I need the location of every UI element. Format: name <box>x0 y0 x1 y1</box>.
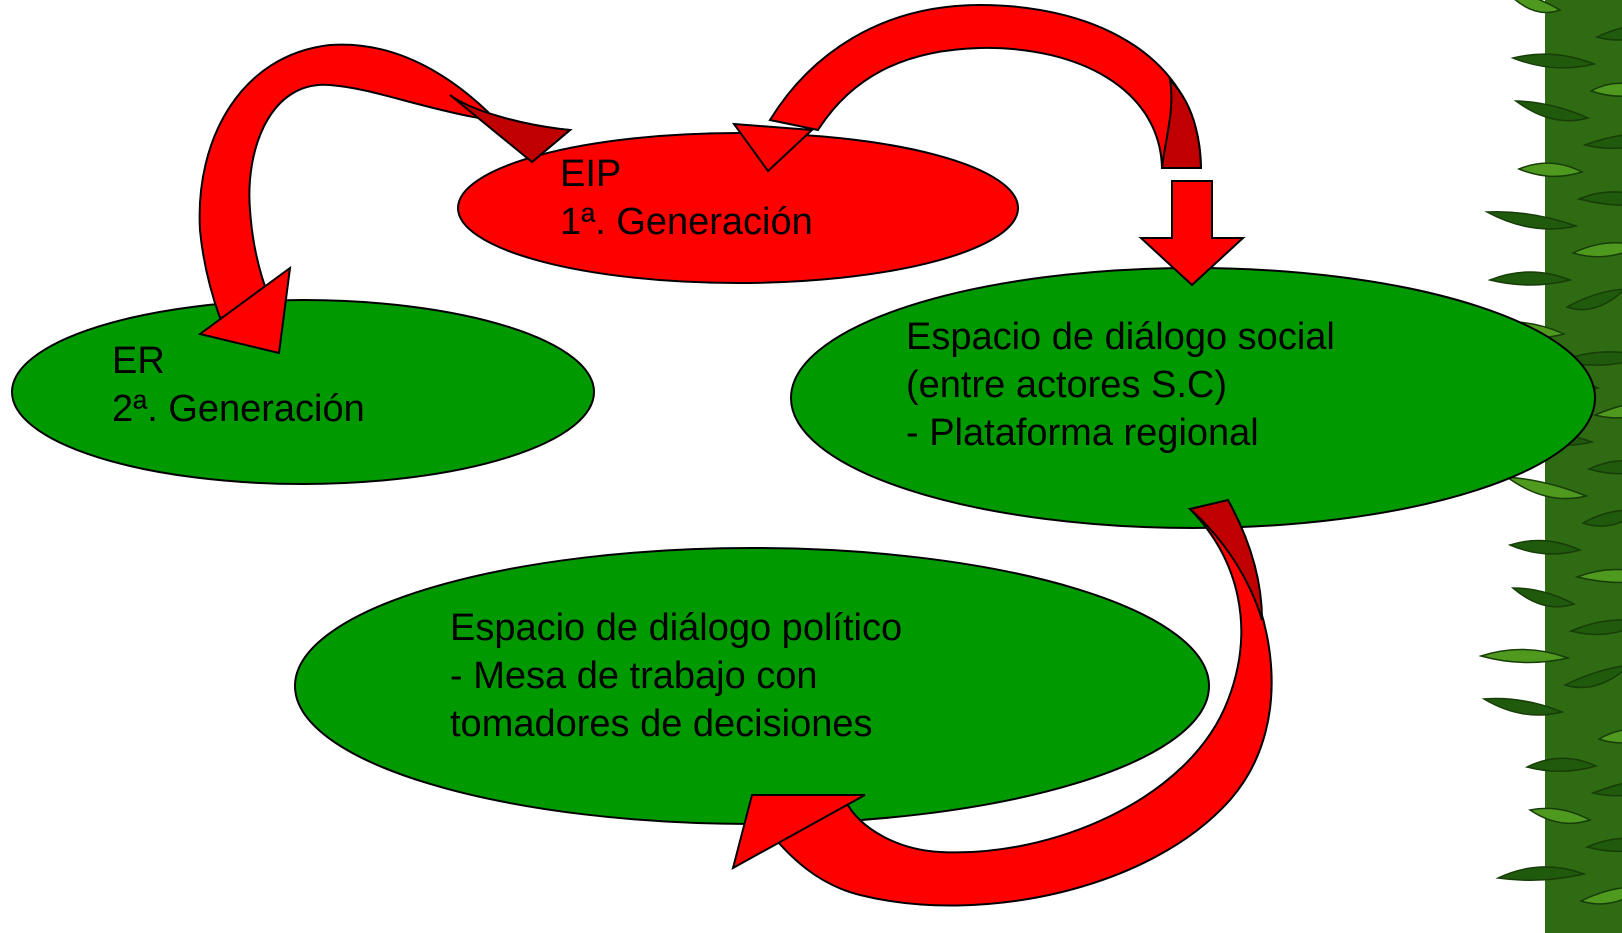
arrow-social-to-politico <box>731 498 1273 907</box>
bamboo-leaf <box>1528 807 1592 825</box>
bamboo-leaf <box>1586 460 1622 475</box>
bamboo-leaf <box>1507 539 1583 555</box>
social-line3: - Plataforma regional <box>906 412 1259 454</box>
bamboo-leaf <box>1590 782 1622 797</box>
eip-node <box>457 132 1019 284</box>
bamboo-leaf <box>1597 729 1622 744</box>
eip-title: EIP <box>560 153 622 195</box>
bamboo-leaf <box>1524 757 1599 772</box>
bamboo-decoration <box>1478 0 1622 933</box>
bamboo-leaf <box>1581 509 1622 527</box>
bamboo-leaf <box>1584 837 1622 853</box>
social-line1: Espacio de diálogo social <box>906 316 1335 358</box>
er-label: ER 2ª. Generación <box>112 337 365 433</box>
bamboo-leaf <box>1589 82 1622 97</box>
politico-label: Espacio de diálogo político - Mesa de tr… <box>450 604 902 748</box>
politico-line2: - Mesa de trabajo con <box>450 655 818 697</box>
bamboo-leaf <box>1576 191 1622 206</box>
eip-generation: 1ª. Generación <box>560 201 813 243</box>
bamboo-leaf <box>1481 697 1565 716</box>
bamboo-leaf <box>1562 665 1622 689</box>
social-label: Espacio de diálogo social (entre actores… <box>906 313 1335 457</box>
bamboo-leaf <box>1484 211 1579 230</box>
er-generation: 2ª. Generación <box>112 388 365 430</box>
bamboo-leaf <box>1513 100 1591 122</box>
er-title: ER <box>112 340 165 382</box>
bamboo-leaf <box>1574 568 1622 584</box>
arrow-down-to-social <box>1138 180 1246 287</box>
er-node <box>11 299 595 485</box>
bamboo-leaf <box>1510 53 1597 69</box>
bamboo-leaf <box>1578 887 1622 905</box>
bamboo-leaf <box>1568 619 1622 636</box>
arrow-eip-to-er <box>197 43 573 355</box>
social-line2: (entre actores S.C) <box>906 364 1227 406</box>
bamboo-leaf <box>1517 162 1584 178</box>
bamboo-leaf <box>1510 587 1576 608</box>
arrow-top-loop <box>731 3 1203 173</box>
bamboo-leaf <box>1487 271 1573 286</box>
bamboo-leaf <box>1582 134 1622 150</box>
eip-label: EIP 1ª. Generación <box>560 150 813 246</box>
bamboo-leaf <box>1570 242 1622 258</box>
bamboo-leaf <box>1565 288 1622 311</box>
politico-line3: tomadores de decisiones <box>450 703 873 745</box>
politico-line1: Espacio de diálogo político <box>450 607 903 649</box>
bamboo-leaf <box>1514 0 1562 14</box>
bamboo-leaf <box>1592 404 1622 419</box>
bamboo-leaf <box>1495 866 1587 881</box>
bamboo-leaf <box>1594 27 1622 41</box>
bamboo-leaf <box>1478 648 1571 664</box>
